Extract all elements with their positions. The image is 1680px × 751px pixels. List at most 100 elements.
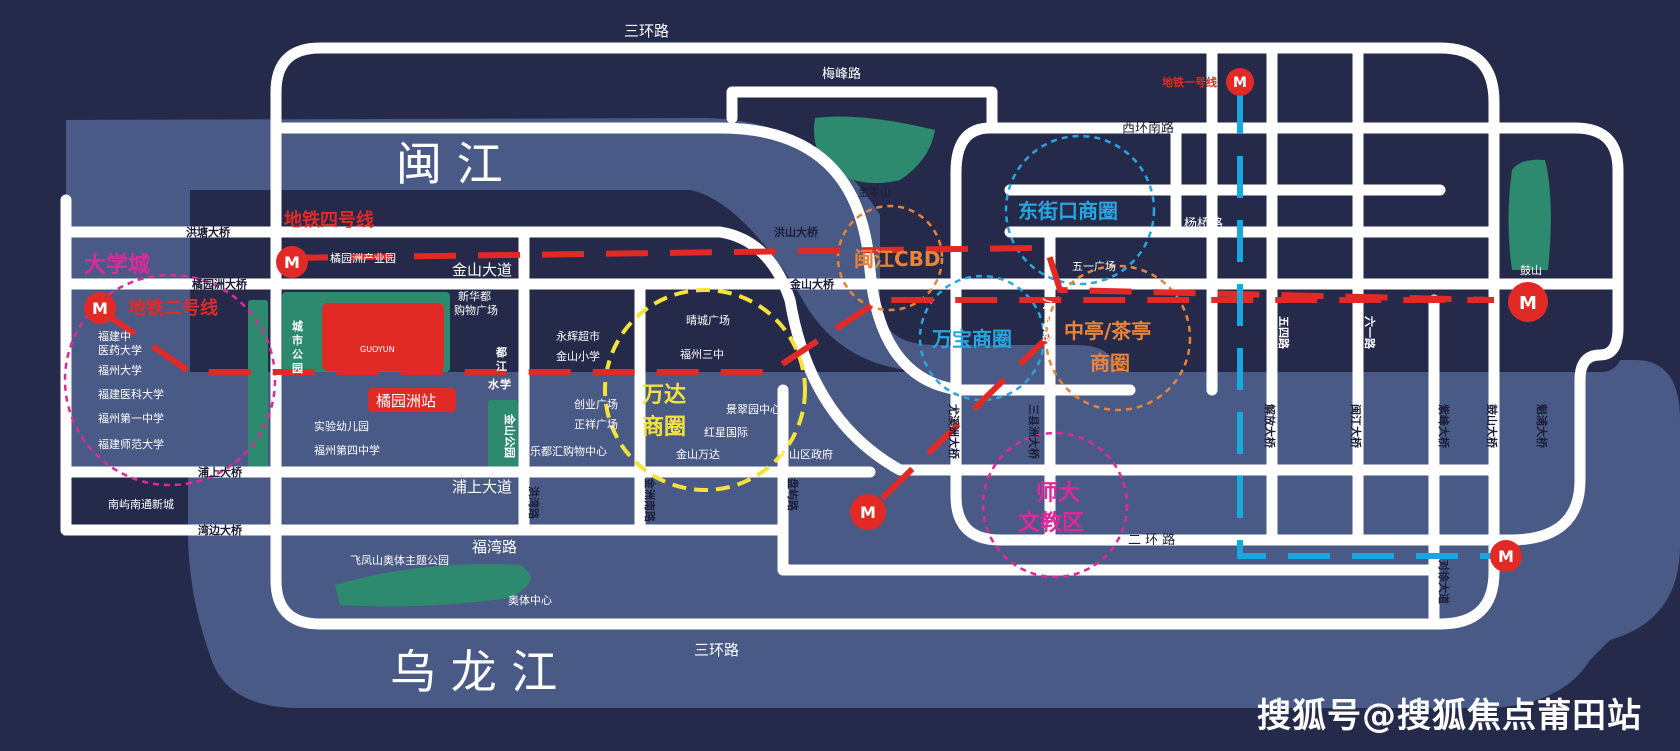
dongjiekou-circle <box>1004 134 1156 286</box>
poi-jinshan-wanda: 金山万达 <box>676 447 720 461</box>
poi-dujiang-4: 学 <box>500 377 511 391</box>
road-label-jinshan-dadao: 金山大道 <box>452 261 512 279</box>
bridge-label-kuizhou: 魁浦大桥 <box>1535 404 1549 449</box>
cbd-circle <box>836 204 944 312</box>
gushan-park <box>1508 159 1551 270</box>
road-label-yangqiao: 杨桥路 <box>1184 216 1223 232</box>
poi-ledu: 乐都汇购物中心 <box>530 444 607 458</box>
poi-zhengxiang: 正祥广场 <box>574 417 618 431</box>
poi-nanyu: 南屿南通新城 <box>108 497 174 511</box>
poi-city-park-1: 城 <box>292 319 303 333</box>
poi-logo: GUOYUN <box>360 345 395 354</box>
poi-feifeng: 飞凤山奥体主题公园 <box>350 553 449 567</box>
road-labels: 三环路 三环路 梅峰路 西环南路 二 环 路 金山大道 浦上大道 福湾路 杨桥路 <box>452 22 1223 659</box>
panyu-road <box>777 384 1440 576</box>
poi-qingcheng: 晴城广场 <box>686 313 730 327</box>
watermark: 搜狐号@搜狐焦点莆田站 <box>1257 696 1642 736</box>
bridge-label-gushan: 鼓山大桥 <box>1485 404 1499 449</box>
rotated-labels: 五四路 六一路 八一七路 金洲南路 盘屿路 洪湾路 对徐大道 金山公园 尤溪洲大… <box>503 297 1549 604</box>
poi-aoti: 奥体中心 <box>508 593 552 607</box>
road-label-xihuan-nan: 西环南路 <box>1122 120 1174 136</box>
road-label-pushang-dadao: 浦上大道 <box>452 478 512 496</box>
poi-fuzhou-no3: 福州三中 <box>680 347 724 361</box>
district-labels: 地铁四号线 地铁二号线 地铁一号线 大学城 万达 商圈 闽江CBD 东街口商圈 … <box>84 75 1217 536</box>
bridge-label-minjiang: 闽江大桥 <box>1349 404 1363 449</box>
bridge-labels: 洪塘大桥 橘园洲大桥 浦上大桥 湾边大桥 洪山大桥 金山大桥 <box>186 225 835 537</box>
meifeng-road <box>726 86 998 134</box>
road-label-duixu: 对徐大道 <box>1437 560 1451 604</box>
poi-fujian-tcm-2: 医药大学 <box>98 343 142 357</box>
metro-line-2 <box>98 297 1494 375</box>
bridge-label-pushang: 浦上大桥 <box>198 465 243 479</box>
strip-park <box>248 300 268 472</box>
road-label-panyu: 盘屿路 <box>786 478 800 512</box>
poi-juyuanzhou-park: 橘园洲产业园 <box>330 251 396 265</box>
jinniu-park <box>814 116 935 184</box>
poi-hongxing: 红星国际 <box>704 426 748 439</box>
bridge-label-youxi: 尤溪洲大桥 <box>947 403 961 460</box>
svg-text:M: M <box>860 503 876 522</box>
road-label-erhuan: 二 环 路 <box>1128 532 1175 548</box>
poi-fujian-tcm-1: 福建中 <box>98 329 131 343</box>
min-river-label: 闽 江 <box>396 137 503 191</box>
wulong-river-label: 乌 龙 江 <box>390 645 557 699</box>
poi-fuzhou-no4: 福州第四中学 <box>314 443 380 457</box>
district-label-shida-2: 文教区 <box>1018 510 1084 536</box>
poi-city-park-3: 公 <box>292 348 303 361</box>
poi-city-park-4: 园 <box>292 362 303 375</box>
poi-dujiang-2: 江 <box>496 359 507 373</box>
metro-line-2-south <box>867 332 1053 513</box>
metro-stations: M M M M M M <box>84 68 1548 572</box>
road-label-gongbin: 洪湾路 <box>527 486 541 520</box>
district-label-dongjiekou: 东街口商圈 <box>1018 199 1118 223</box>
poi-xinhuadu-1: 新华都 <box>458 289 491 303</box>
svg-text:M: M <box>1233 75 1247 91</box>
metro-label-line4: 地铁四号线 <box>284 209 374 231</box>
bridge-label-jinshan: 金山大桥 <box>789 277 835 291</box>
district-label-wanbao: 万宝商圈 <box>931 327 1012 351</box>
poi-dujiang-3: 水 <box>488 377 500 391</box>
district-label-cbd: 闽江CBD <box>854 247 941 271</box>
road-label-liuyi: 六一路 <box>1363 316 1377 350</box>
sanhuan-ring <box>270 42 1500 630</box>
district-label-wanda-1: 万达 <box>641 383 686 408</box>
juyuanzhou-station-label: 橘园洲站 <box>376 392 436 410</box>
road-label-bayiqi: 八一七路 <box>1041 297 1055 343</box>
vertical-labels: 城 市 公 园 都 江 水 学 <box>292 319 511 391</box>
river-labels: 闽 江 乌 龙 江 <box>390 137 557 699</box>
min-river <box>66 118 1115 372</box>
daxuecheng-circle <box>63 273 277 487</box>
poi-dujiang-1: 都 <box>495 345 507 359</box>
bridge-label-hongshan: 洪山大桥 <box>774 225 819 239</box>
bridge-label-ziyang: 紫峰大桥 <box>1437 404 1451 449</box>
bridge-label-sanxian: 三县洲大桥 <box>1027 404 1041 460</box>
minjiang-north-curve <box>270 122 1136 396</box>
poi-gushan-mt: 鼓山 <box>1520 263 1542 277</box>
metro-station-juyuanzhou: M <box>276 246 308 278</box>
bridge-label-juyuanzhou: 橘园洲大桥 <box>191 277 248 291</box>
district-label-wanda-2: 商圈 <box>642 414 686 440</box>
district-label-zhongting-2: 商圈 <box>1090 351 1130 375</box>
poi-wuyi: 五一广场 <box>1072 259 1116 273</box>
metro-station-south: M <box>850 494 886 530</box>
poi-fujian-normal: 福建师范大学 <box>98 437 164 451</box>
poi-city-park-2: 市 <box>292 333 303 347</box>
wanda-circle <box>603 288 807 492</box>
svg-text:M: M <box>1498 547 1514 566</box>
poi-jinniu: 金牛山 <box>858 185 891 199</box>
metro-station-daxuecheng: M <box>84 292 116 324</box>
poi-shiyan-kg: 实验幼儿园 <box>314 419 369 433</box>
road-label-jinzhou: 金洲南路 <box>643 477 657 523</box>
poi-fuzhou-univ: 福州大学 <box>98 363 142 377</box>
jinshan-park <box>488 400 518 472</box>
svg-text:M: M <box>1519 293 1537 314</box>
metro-line-1 <box>1237 92 1494 559</box>
juyuanzhou-building <box>322 303 444 371</box>
bridge-label-haibian: 湾边大桥 <box>198 523 243 537</box>
poi-labels: 福建中 医药大学 福州大学 福建医科大学 福州第一中学 福建师范大学 南屿南通新… <box>98 185 1542 607</box>
metro-station-line1-south: M <box>1490 540 1522 572</box>
metro-label-line1: 地铁一号线 <box>1162 75 1217 89</box>
bridge-label-hongtang: 洪塘大桥 <box>186 225 231 239</box>
road-label-sanhuan-top: 三环路 <box>624 22 669 40</box>
